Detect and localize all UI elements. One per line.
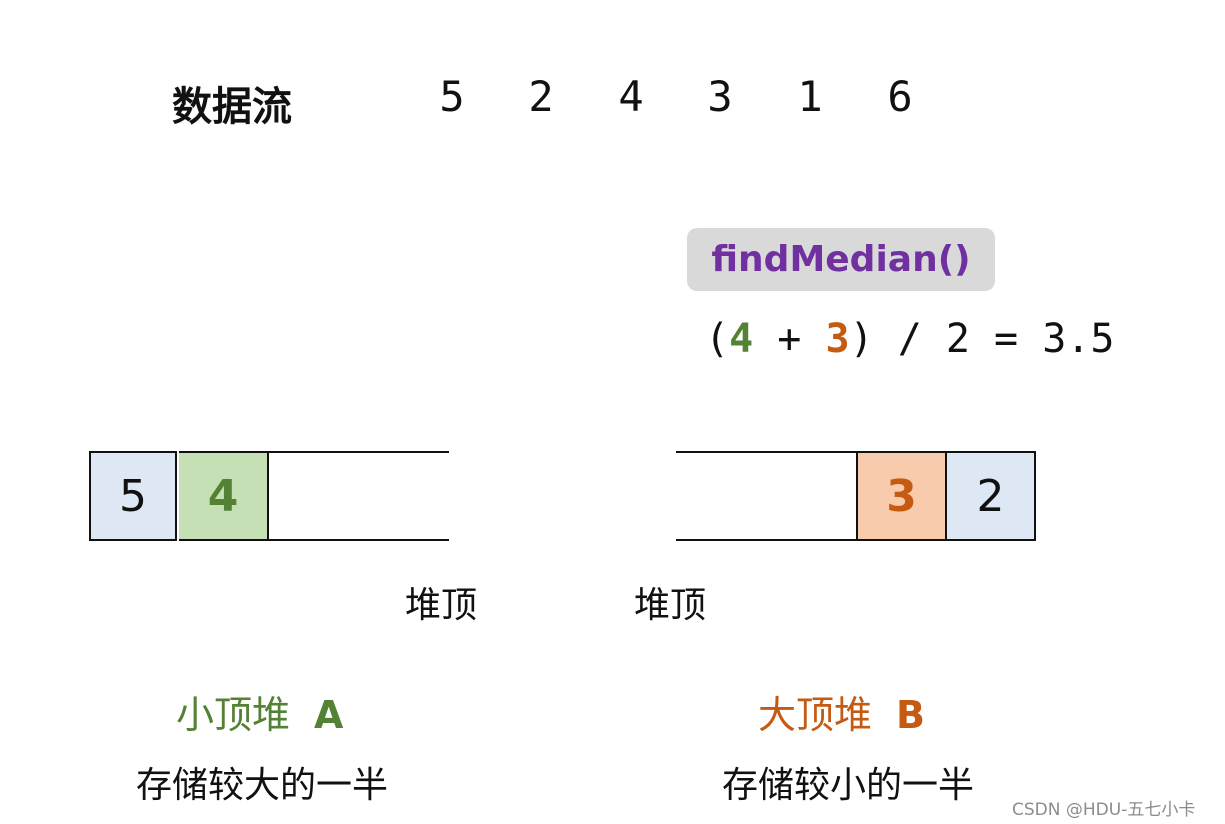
stream-value: 1	[797, 72, 823, 121]
heap-b-title: 大顶堆 B	[758, 684, 925, 739]
heap-a-bottom-border	[268, 539, 449, 541]
heap-b-name: 大顶堆	[758, 693, 873, 737]
stream-value: 2	[528, 72, 554, 121]
formula-open: (	[705, 316, 730, 362]
heap-b-top-border	[676, 451, 857, 453]
heap-a-title: 小顶堆 A	[176, 684, 343, 739]
watermark: CSDN @HDU-五七小卡	[1012, 800, 1196, 820]
stream-value: 5	[439, 72, 465, 121]
heap-a-letter: A	[314, 693, 344, 737]
stream-value: 6	[887, 72, 913, 121]
heap-b-description: 存储较小的一半	[722, 765, 975, 806]
heap-a-cell: 5	[89, 451, 177, 541]
stream-value: 3	[707, 72, 733, 121]
data-stream-title: 数据流	[172, 84, 292, 130]
formula-rest: ) / 2 = 3.5	[849, 316, 1115, 362]
median-formula: (4 + 3) / 2 = 3.5	[705, 316, 1114, 362]
formula-b-top: 3	[825, 316, 850, 362]
heap-b-top-cell: 3	[856, 451, 947, 541]
heap-b-top-label: 堆顶	[634, 585, 707, 626]
formula-plus: +	[753, 316, 826, 362]
formula-a-top: 4	[729, 316, 754, 362]
heap-b-cell: 2	[945, 451, 1036, 541]
stream-value: 4	[618, 72, 644, 121]
heap-a-top-border	[268, 451, 449, 453]
heap-a-top-label: 堆顶	[405, 585, 478, 626]
heap-b-letter: B	[896, 693, 925, 737]
heap-a-description: 存储较大的一半	[136, 765, 389, 806]
heap-a-name: 小顶堆	[176, 693, 291, 737]
heap-b-bottom-border	[676, 539, 857, 541]
heap-a-top-cell: 4	[179, 451, 269, 541]
find-median-badge: findMedian()	[687, 228, 995, 291]
